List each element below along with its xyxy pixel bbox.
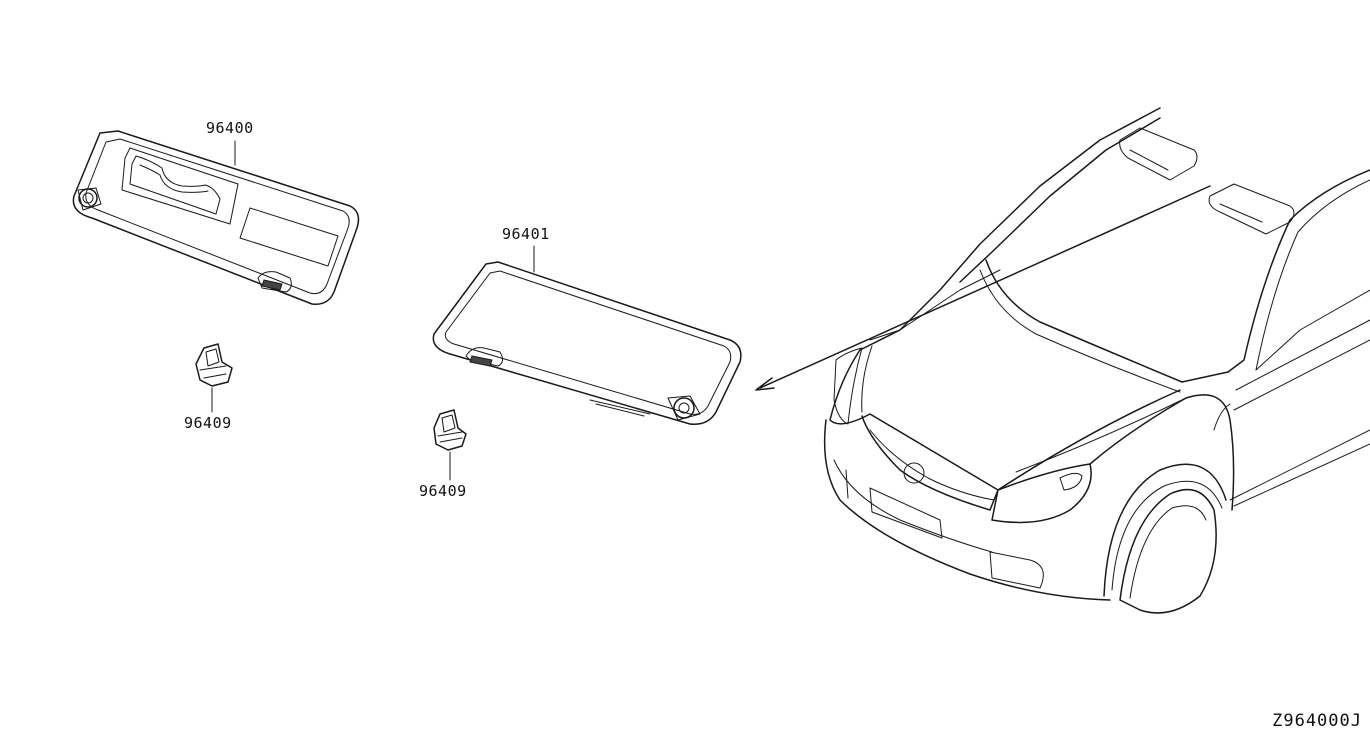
- part-number-96401: 96401: [502, 225, 550, 243]
- sun-visor-left: [72, 130, 360, 305]
- visor-clip-left: [195, 343, 233, 413]
- part-number-96409-right: 96409: [419, 482, 467, 500]
- visor-clip-right: [433, 409, 467, 481]
- car-illustration: [755, 107, 1370, 614]
- sun-visor-right: [432, 245, 742, 425]
- part-number-96409-left: 96409: [184, 414, 232, 432]
- drawing-code: Z964000J: [1272, 711, 1362, 731]
- part-number-96400: 96400: [206, 119, 254, 137]
